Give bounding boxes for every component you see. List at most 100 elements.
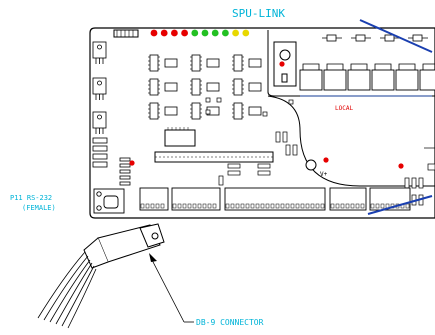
lower-curve-region xyxy=(299,129,435,187)
ic-capacitor xyxy=(164,106,178,116)
ic-capacitor xyxy=(206,82,220,92)
terminal-screw xyxy=(187,203,192,209)
red-dot-4 xyxy=(398,163,404,169)
led-strip xyxy=(150,29,250,37)
local-connector xyxy=(419,69,435,91)
p11-label: P11 RS-232 xyxy=(10,194,52,202)
ic-chip xyxy=(149,54,159,72)
terminal-screw xyxy=(260,203,265,209)
ic-chip xyxy=(233,102,243,120)
ic-capacitor xyxy=(206,58,220,68)
vplus-label: V+ xyxy=(320,171,328,178)
p11-female-label: (FEMALE) xyxy=(22,204,56,212)
led-green xyxy=(222,29,229,37)
local-label: LOCAL xyxy=(335,105,353,112)
terminal-screw xyxy=(145,203,150,209)
red-dot-3 xyxy=(323,157,329,163)
board-db9-port xyxy=(93,188,125,214)
led-red xyxy=(150,29,158,37)
terminal-screw xyxy=(295,203,300,209)
terminal-screw xyxy=(250,203,255,209)
local-connector xyxy=(395,69,419,91)
terminal-screw xyxy=(335,203,340,209)
terminal-screw xyxy=(155,203,160,209)
callout-arrowhead xyxy=(149,253,157,262)
terminal-screw xyxy=(405,203,410,209)
ic-chip-grid xyxy=(148,54,262,120)
led-yellow xyxy=(232,29,240,37)
top-resistor-row xyxy=(322,34,428,42)
terminal-screw xyxy=(320,203,325,209)
top-left-header xyxy=(113,29,139,38)
terminal-screw xyxy=(182,203,187,209)
terminal-screw xyxy=(202,203,207,209)
terminal-screw xyxy=(230,203,235,209)
terminal-screw xyxy=(245,203,250,209)
terminal-screw xyxy=(340,203,345,209)
relay xyxy=(273,41,297,87)
local-connector-tab xyxy=(422,63,435,70)
local-connector xyxy=(323,69,347,91)
local-region-outline xyxy=(267,30,435,97)
terminal-screw xyxy=(315,203,320,209)
terminal-screw xyxy=(290,203,295,209)
ic-chip xyxy=(149,102,159,120)
terminal-screw xyxy=(350,203,355,209)
local-connector-tab xyxy=(326,63,344,70)
terminal-screw xyxy=(370,203,375,209)
ic-chip xyxy=(149,78,159,96)
regulator-1 xyxy=(92,41,107,64)
ic-chip xyxy=(191,102,201,120)
terminal-screw xyxy=(375,203,380,209)
terminal-screw xyxy=(212,203,217,209)
led-yellow xyxy=(242,29,250,37)
terminal-screw xyxy=(345,203,350,209)
ic-chip xyxy=(233,54,243,72)
terminal-screw xyxy=(275,203,280,209)
db9-cable-plug xyxy=(83,223,165,269)
terminal-screw xyxy=(380,203,385,209)
led-red xyxy=(181,29,189,37)
led-green xyxy=(201,29,209,37)
terminal-screw xyxy=(150,203,155,209)
terminal-screw xyxy=(300,203,305,209)
ic-chip xyxy=(191,54,201,72)
ic-chip xyxy=(233,78,243,96)
center-small-parts xyxy=(205,97,298,186)
terminal-screw xyxy=(172,203,177,209)
terminal-screw xyxy=(330,203,335,209)
terminal-screw xyxy=(225,203,230,209)
led-green xyxy=(191,29,199,37)
terminal-screw xyxy=(240,203,245,209)
terminal-block xyxy=(224,187,326,211)
local-connector-tab xyxy=(350,63,368,70)
ic-capacitor xyxy=(248,58,262,68)
local-connector xyxy=(347,69,371,91)
local-connector-tab xyxy=(374,63,392,70)
led-red xyxy=(160,29,168,37)
terminal-screw xyxy=(177,203,182,209)
terminal-screw xyxy=(280,203,285,209)
regulator-2 xyxy=(92,77,107,100)
cable-wires xyxy=(37,251,97,329)
large-ic xyxy=(164,129,196,147)
local-connector-tab xyxy=(302,63,320,70)
ic-capacitor xyxy=(164,82,178,92)
local-connector-row xyxy=(299,63,435,91)
db9-connector-label: DB-9 CONNECTOR xyxy=(196,318,264,327)
callout-line xyxy=(150,257,185,323)
terminal-screw xyxy=(160,203,165,209)
break-slash-bottom xyxy=(367,195,433,215)
terminal-screw xyxy=(197,203,202,209)
break-slash-top xyxy=(359,19,433,53)
regulator-3 xyxy=(92,111,107,134)
vplus-terminal xyxy=(305,159,317,171)
terminal-screw xyxy=(360,203,365,209)
terminal-screw xyxy=(265,203,270,209)
left-component-column xyxy=(92,137,131,186)
red-dot-1 xyxy=(129,160,135,166)
ic-capacitor xyxy=(248,106,262,116)
terminal-screw xyxy=(140,203,145,209)
local-connector-tab xyxy=(398,63,416,70)
